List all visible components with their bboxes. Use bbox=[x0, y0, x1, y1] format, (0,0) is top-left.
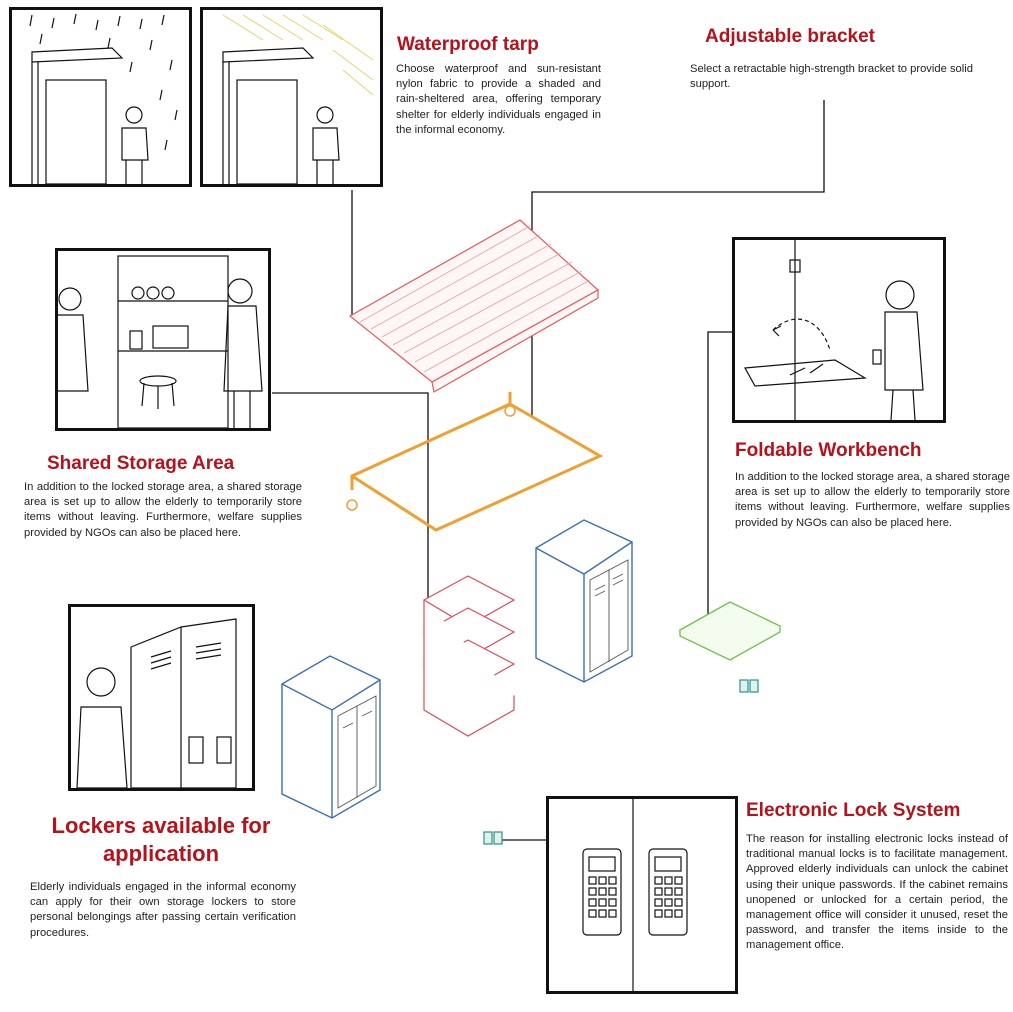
storage-sketch-icon bbox=[58, 255, 263, 428]
locker-sketch-icon bbox=[76, 618, 237, 788]
keypad-sketch-icon bbox=[582, 799, 688, 991]
lockers-title-line1: Lockers available for bbox=[51, 813, 271, 838]
workbench-leader-line bbox=[707, 331, 732, 620]
locker-cabinet-component bbox=[281, 655, 381, 819]
bracket-title: Adjustable bracket bbox=[705, 26, 875, 47]
workbench-sketch-icon bbox=[744, 240, 924, 420]
storage-leader-line bbox=[272, 392, 429, 600]
rain-sketch-icon bbox=[29, 13, 178, 184]
tarp-title: Waterproof tarp bbox=[397, 34, 539, 55]
workbench-body: In addition to the locked storage area, … bbox=[735, 471, 1010, 529]
lock-body: The reason for installing electronic loc… bbox=[746, 833, 1008, 952]
bracket-leader-line bbox=[531, 100, 825, 418]
storage-title: Shared Storage Area bbox=[47, 453, 235, 474]
workbench-title: Foldable Workbench bbox=[735, 440, 922, 461]
shared-storage-sketch bbox=[55, 248, 271, 431]
shelf-component bbox=[422, 575, 516, 737]
storage-body: In addition to the locked storage area, … bbox=[24, 481, 302, 539]
sun-shelter-sketch bbox=[200, 7, 383, 187]
right-cabinet-component bbox=[535, 519, 633, 683]
rain-shelter-sketch bbox=[9, 7, 192, 187]
tarp-component bbox=[348, 219, 600, 393]
bracket-component bbox=[350, 392, 604, 532]
lockers-title: Lockers available for application bbox=[30, 812, 292, 868]
foldable-workbench-sketch bbox=[732, 237, 946, 423]
tarp-body: Choose waterproof and sun-resistant nylo… bbox=[396, 63, 601, 136]
lockers-body: Elderly individuals engaged in the infor… bbox=[30, 881, 296, 939]
keypad-sketch bbox=[546, 796, 738, 994]
lockers-title-line2: application bbox=[102, 841, 220, 866]
lock-component bbox=[483, 679, 759, 845]
workbench-component bbox=[678, 601, 782, 661]
lockers-sketch bbox=[68, 604, 255, 791]
lock-title: Electronic Lock System bbox=[746, 800, 961, 821]
bracket-body: Select a retractable high-strength brack… bbox=[690, 63, 973, 91]
sun-sketch-icon bbox=[222, 14, 374, 184]
